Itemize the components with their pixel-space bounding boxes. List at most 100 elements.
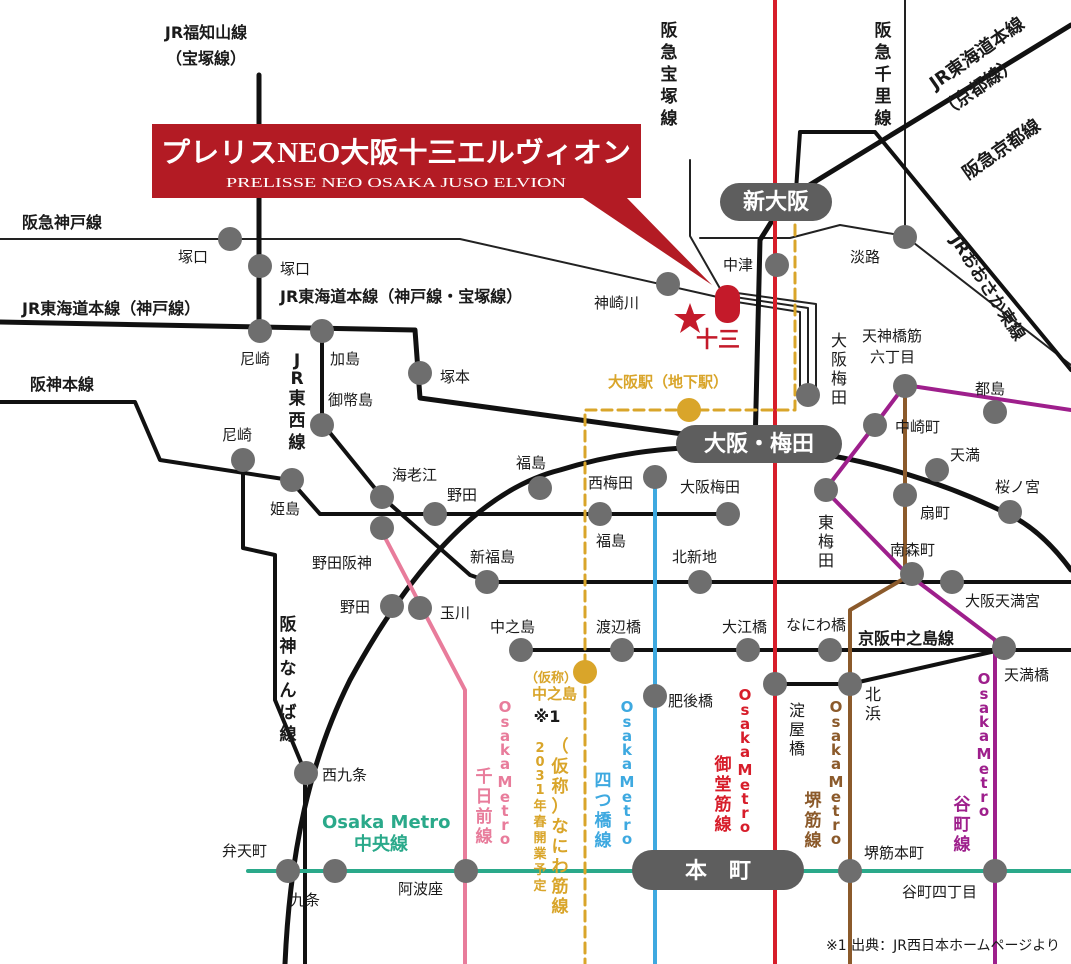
hub-shin-osaka[interactable]: 新大阪 [720,183,832,221]
svg-text:s: s [623,713,632,731]
station-dot-naniwabashi[interactable] [818,638,842,662]
svg-text:M: M [738,761,753,779]
station-dot-awaza[interactable] [454,859,478,883]
svg-text:a: a [979,699,989,717]
svg-text:堂: 堂 [715,774,732,795]
station-dot-osaka-underground[interactable] [677,398,701,422]
station-dot-tenmabashi[interactable] [992,636,1016,660]
svg-text:r: r [832,816,840,834]
svg-text:a: a [740,715,750,733]
station-dot-tsukaguchi-hk[interactable] [218,227,242,251]
station-dot-amagasaki-jr[interactable] [248,319,272,343]
station-dot-tenma[interactable] [925,458,949,482]
station-dot-sakaisuji-honmachi[interactable] [838,859,862,883]
station-dot-tsukamoto[interactable] [408,361,432,385]
station-dot-osaka-umeda-hk[interactable] [796,383,820,407]
svg-text:r: r [741,804,749,822]
label-ebie: 海老江 [392,466,437,484]
property-star-icon [674,303,706,333]
svg-text:筋: 筋 [714,794,732,815]
svg-text:e: e [500,788,510,806]
label-osaka-umeda-hs: 大阪梅田 [680,478,740,496]
svg-text:東: 東 [289,388,306,409]
svg-text:前: 前 [476,806,493,827]
station-dot-shinfukushima[interactable] [475,570,499,594]
svg-text:o: o [622,830,632,848]
label-osaka-tenmangu: 大阪天満宮 [965,592,1040,610]
station-dot-kanzakigawa[interactable] [656,272,680,296]
station-dot-amagasaki-hs[interactable] [231,448,255,472]
station-dot-nishikujo[interactable] [294,761,318,785]
station-dot-sakuranomiya[interactable] [998,500,1022,524]
hanshin-main-line [0,400,730,516]
station-dot-oebashi[interactable] [736,638,760,662]
svg-text:御: 御 [714,754,732,775]
station-dot-fukushima-hs[interactable] [588,502,612,526]
svg-text:線: 線 [661,108,678,129]
station-dot-osaka-tenmangu[interactable] [940,570,964,594]
hub-osaka-umeda[interactable]: 大阪・梅田 [676,425,842,463]
label-tsukaguchi-hk: 塚口 [178,248,208,266]
station-dot-kasho-nakanoshima[interactable] [573,660,597,684]
station-dot-tamagawa[interactable] [408,596,432,620]
station-dot-tenjinbashi6[interactable] [893,374,917,398]
svg-text:r: r [501,816,509,834]
svg-text:線: 線 [715,814,732,835]
station-dot-ebie[interactable] [370,485,394,509]
hub-honmachi[interactable]: 本 町 [632,850,804,890]
svg-text:阪: 阪 [875,21,892,41]
label-tsukamoto: 塚本 [440,368,470,386]
station-dot-fukushima-jr[interactable] [528,476,552,500]
property-name-en: PRELISSE NEO OSAKA JUSO ELVION [226,176,566,191]
station-dot-higashiumeda[interactable] [814,478,838,502]
station-dot-yodoyabashi[interactable] [763,672,787,696]
station-dot-minamimorimachi[interactable] [900,562,924,586]
svg-text:年: 年 [533,798,546,814]
svg-text:阪: 阪 [831,350,847,369]
station-dot-ogimachi[interactable] [893,483,917,507]
keihan-main-line [768,648,1002,686]
hankyu-to-umeda-1 [723,299,801,391]
label-mitejima: 御幣島 [328,391,373,409]
station-dot-nishiumeda[interactable] [643,465,667,489]
station-dot-watanabebashi[interactable] [610,638,634,662]
station-dot-noda-hanshin[interactable] [370,516,394,540]
station-dot-himejima[interactable] [280,468,304,492]
station-dot-kitahama[interactable] [838,672,862,696]
label-osaka-underground: 大阪駅（地下駅） [608,373,728,391]
svg-text:橋: 橋 [789,739,805,758]
station-dot-miyakojima[interactable] [983,400,1007,424]
station-dot-awaji[interactable] [893,225,917,249]
station-dot-nakanoshima[interactable] [509,638,533,662]
hub-shin-osaka-label: 新大阪 [743,189,809,215]
station-dots [218,225,1022,883]
label-osaka-umeda-hk: 大阪梅田 [831,331,847,407]
station-dot-nakatsu[interactable] [765,253,789,277]
jr-osaka-loop [282,444,1071,964]
station-dot-kashima[interactable] [310,319,334,343]
station-dot-juso[interactable] [715,285,740,323]
label-kasho-nakanoshima-2: 中之島 [532,685,577,703]
station-dot-kujo[interactable] [323,859,347,883]
svg-text:3: 3 [535,769,544,784]
station-dot-noda-jr[interactable] [380,594,404,618]
svg-text:里: 里 [875,87,892,107]
label-tanimachi: Osaka Metro 谷町線 [954,670,992,855]
station-dot-nakazakicho[interactable] [863,413,887,437]
station-dot-noda-hs[interactable] [423,502,447,526]
station-dot-kitashinchi[interactable] [688,570,712,594]
station-dot-mitejima[interactable] [310,413,334,437]
banner-pointer [580,196,712,285]
station-dot-bentencho[interactable] [276,859,300,883]
station-dot-tsukaguchi-jr[interactable] [248,254,272,278]
svg-text:堺: 堺 [805,790,823,811]
station-dot-higobashi[interactable] [643,684,667,708]
svg-text:o: o [500,830,510,848]
label-miyakojima: 都島 [975,380,1005,398]
station-dot-tanimachi4[interactable] [983,859,1007,883]
station-dot-osaka-umeda-hs[interactable] [716,502,740,526]
